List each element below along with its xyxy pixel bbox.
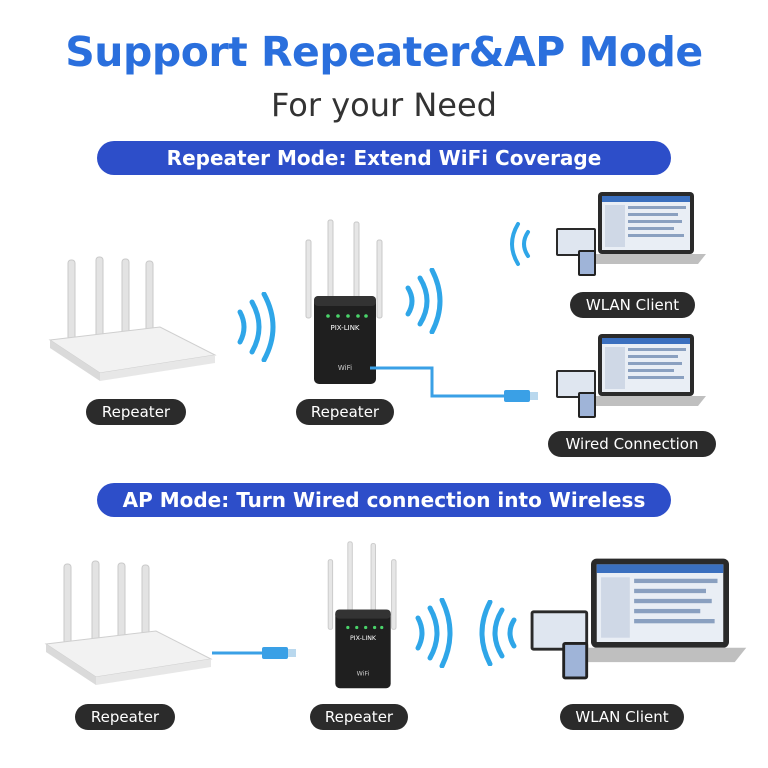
- router-icon: [48, 256, 217, 381]
- ethernet-cable-icon: [212, 647, 296, 659]
- wired-connection-label: Wired Connection: [548, 431, 716, 457]
- laptop-icon: [556, 192, 706, 276]
- ethernet-cable-icon: [370, 366, 538, 402]
- page-subtitle: For your Need: [271, 86, 497, 124]
- device-wifi-mark: WiFi: [338, 364, 352, 372]
- device-brand: PIX-LINK: [330, 324, 359, 332]
- repeater-label: Repeater: [310, 704, 408, 730]
- repeater-device-icon: PIX-LINK WiFi: [305, 219, 383, 384]
- wifi-signal-icon: [237, 292, 276, 362]
- laptop-icon: [556, 334, 706, 418]
- laptop-icon: [530, 558, 747, 680]
- ap-mode-banner: AP Mode: Turn Wired connection into Wire…: [97, 483, 671, 517]
- router-icon: [44, 560, 213, 685]
- repeater-device-icon: PIX-LINK WiFi: [327, 541, 397, 689]
- router-label: Repeater: [75, 704, 175, 730]
- device-brand: PIX-LINK: [350, 635, 377, 642]
- wifi-signal-icon: [510, 222, 530, 266]
- wlan-client-label: WLAN Client: [560, 704, 684, 730]
- repeater-label: Repeater: [296, 399, 394, 425]
- device-wifi-mark: WiFi: [357, 671, 370, 678]
- page-title: Support Repeater&AP Mode: [65, 28, 703, 76]
- repeater-mode-banner: Repeater Mode: Extend WiFi Coverage: [97, 141, 671, 175]
- wlan-client-label: WLAN Client: [570, 292, 695, 318]
- wifi-signal-icon: [479, 600, 517, 666]
- wifi-signal-icon: [405, 268, 443, 334]
- wifi-signal-icon: [415, 598, 453, 668]
- router-label: Repeater: [86, 399, 186, 425]
